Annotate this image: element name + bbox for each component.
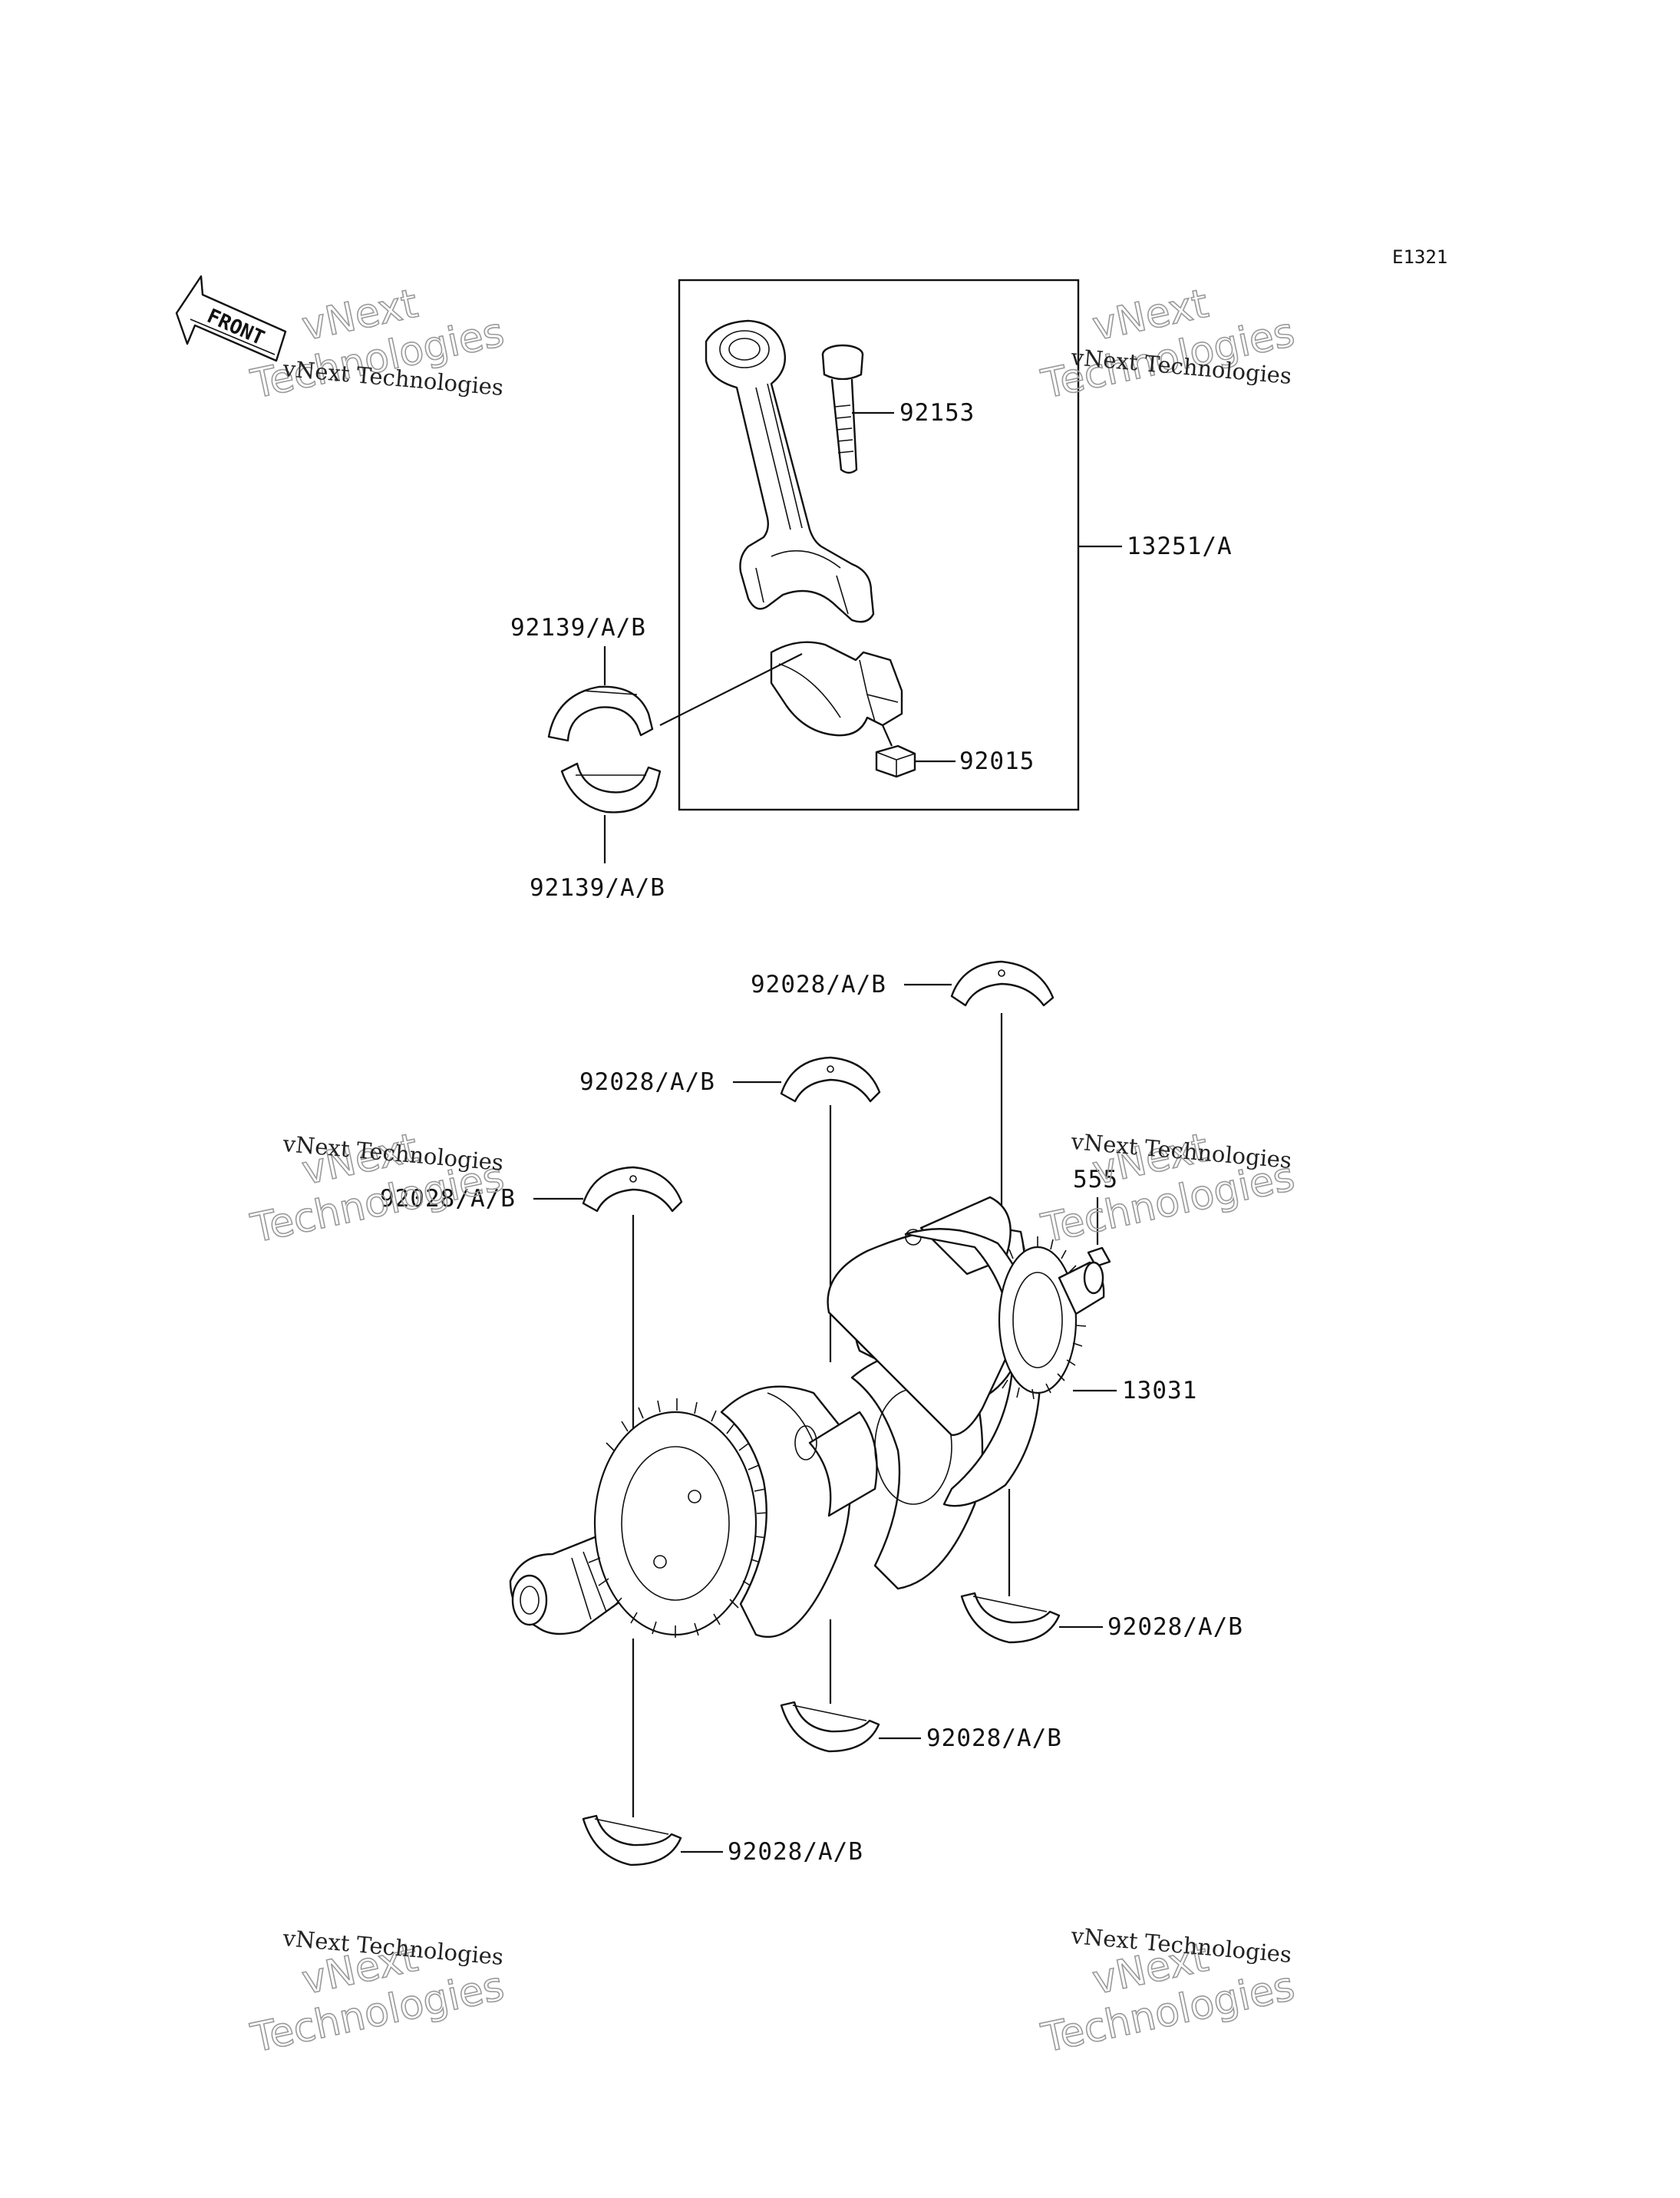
rod-assembly-box (678, 279, 1080, 811)
callout-92028-top-mid: 92028/A/B (579, 1068, 715, 1096)
rod-bolt (821, 344, 864, 474)
connecting-rod (705, 319, 875, 623)
callout-13031: 13031 (1122, 1377, 1197, 1404)
callout-92139-upper: 92139/A/B (510, 614, 646, 642)
callout-92028-bottom-right: 92028/A/B (1107, 1613, 1243, 1641)
main-bearing-top-left (582, 1166, 683, 1213)
leader-nut-line (881, 724, 893, 747)
main-bearing-bottom-left (582, 1814, 682, 1866)
main-bearing-top-mid (780, 1056, 881, 1103)
main-bearing-top-right (950, 960, 1055, 1007)
callout-92028-top-left: 92028/A/B (380, 1185, 516, 1213)
callout-555: 555 (1073, 1166, 1118, 1193)
rod-cap (770, 641, 903, 737)
main-bearing-bottom-right (960, 1592, 1061, 1644)
rod-nut (875, 744, 916, 778)
front-arrow-icon: FRONT (175, 275, 287, 362)
diagram-code: E1321 (1392, 246, 1447, 268)
rod-bearing-lower (560, 762, 662, 814)
watermark-3: vNext Technologies (246, 1124, 509, 1252)
callout-92015: 92015 (959, 748, 1035, 775)
callout-92028-bottom-mid: 92028/A/B (926, 1724, 1062, 1752)
callout-92153: 92153 (899, 399, 975, 427)
main-bearing-bottom-mid (780, 1701, 880, 1753)
callout-92139-lower: 92139/A/B (530, 874, 665, 902)
watermark-2: vNext Technologies (1037, 280, 1299, 408)
watermark-4: vNext Technologies (1037, 1124, 1299, 1252)
rod-bearing-upper (547, 685, 654, 742)
crankshaft (509, 1196, 1105, 1639)
callout-13251-a: 13251/A (1127, 533, 1233, 560)
callout-92028-top-right: 92028/A/B (751, 971, 886, 998)
callout-92028-bottom-left: 92028/A/B (728, 1838, 863, 1866)
leader-cap-line (659, 653, 803, 726)
